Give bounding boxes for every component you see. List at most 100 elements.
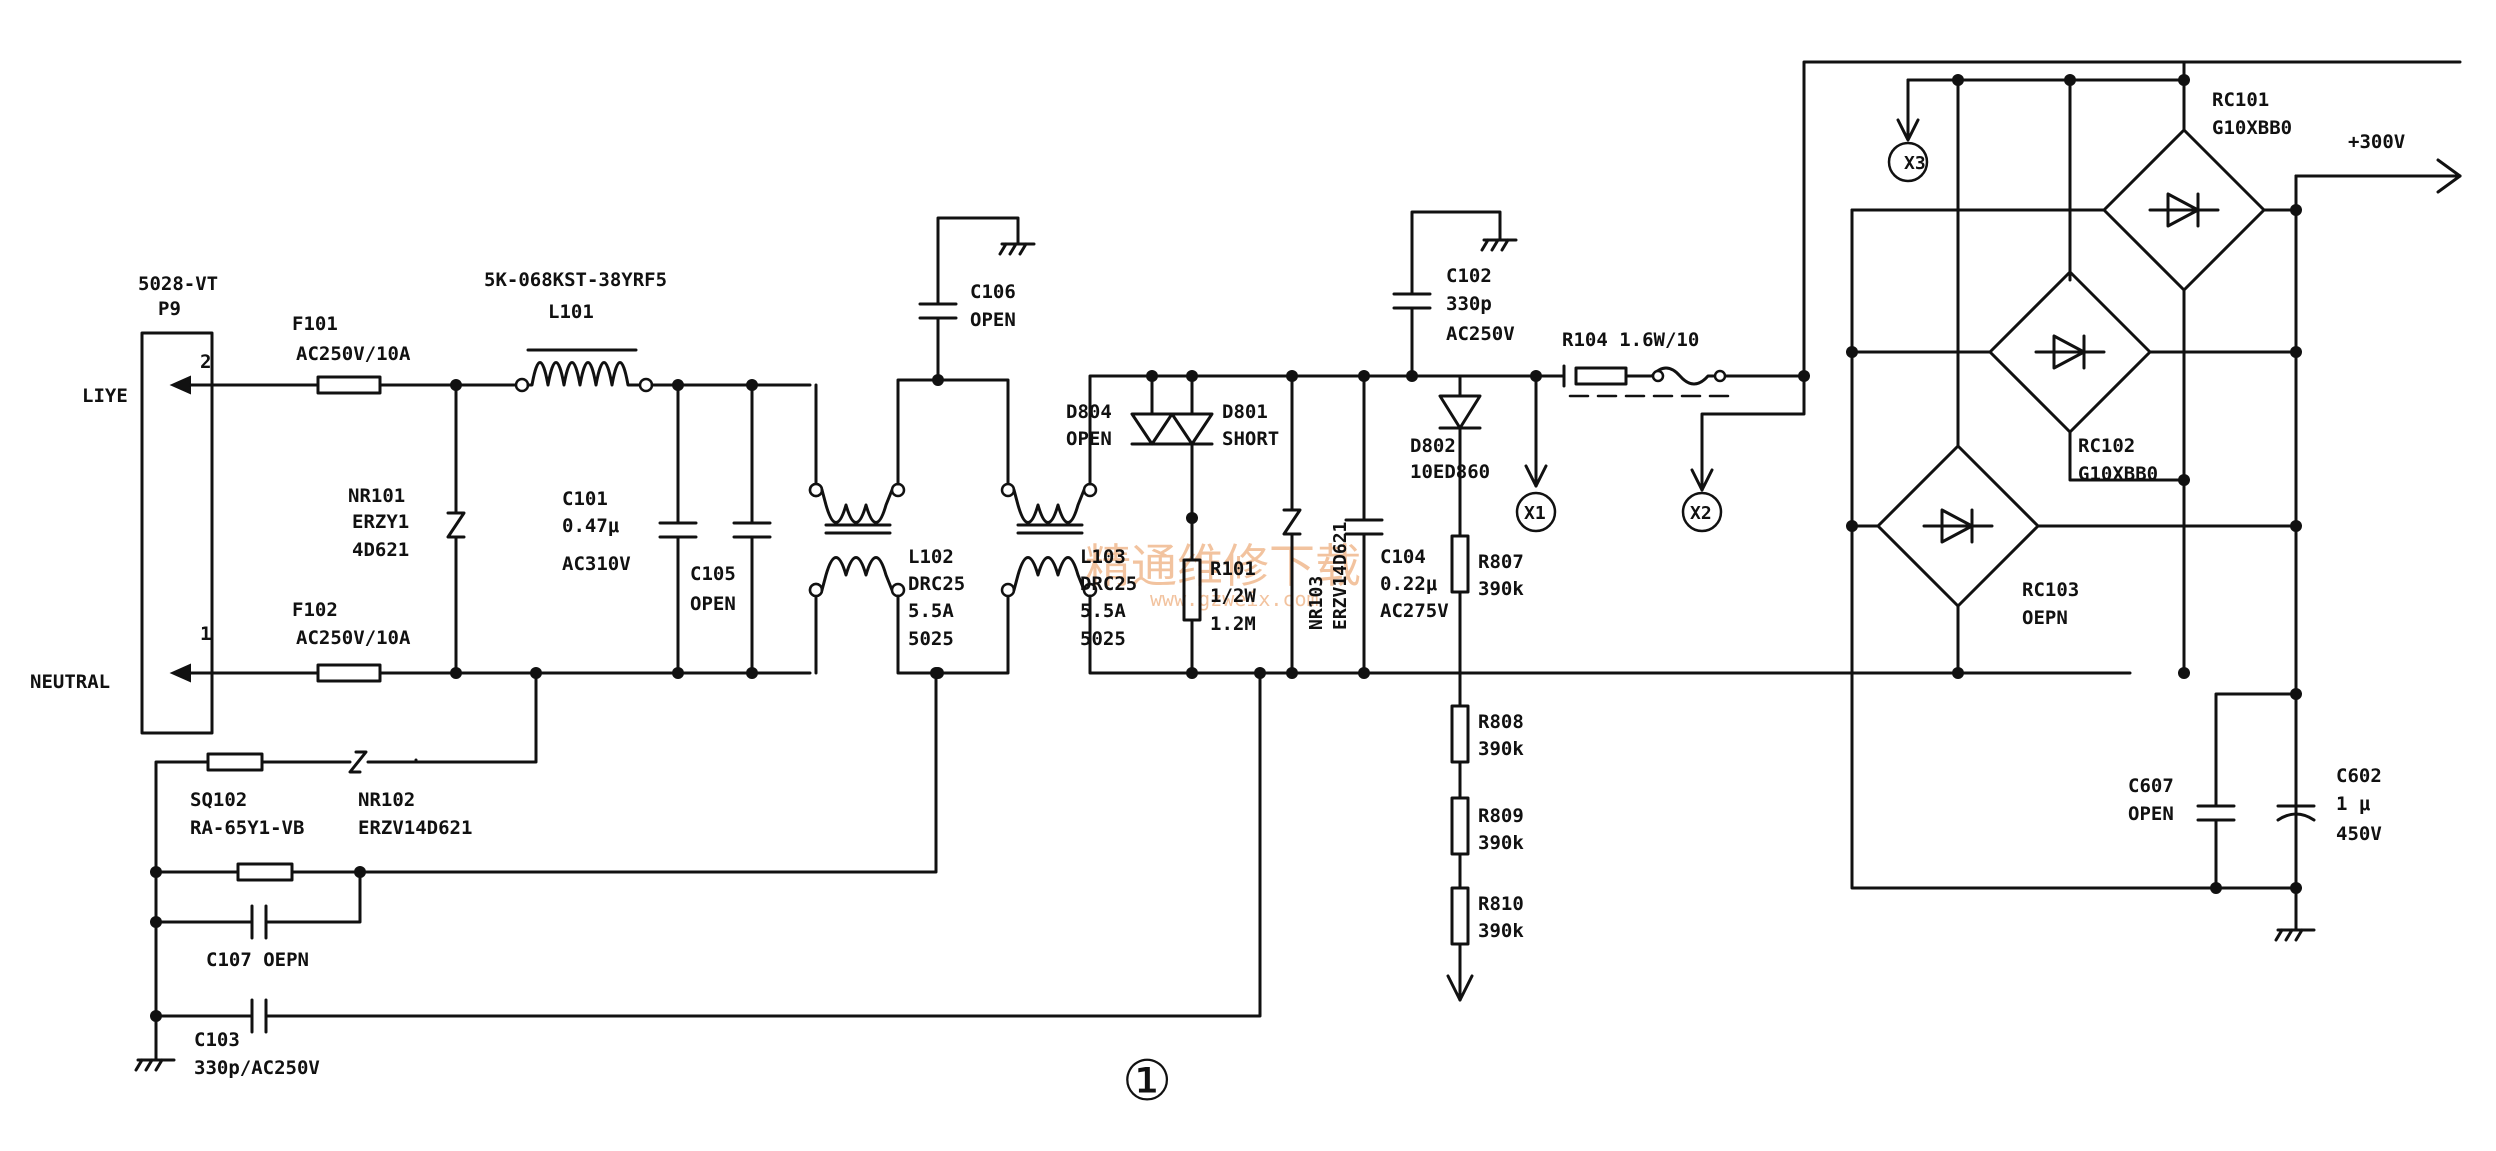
neutral-label: NEUTRAL	[30, 671, 110, 693]
resistor-r101	[1182, 516, 1202, 679]
choke-l102	[808, 374, 1010, 679]
r101-line2: 1.2M	[1210, 613, 1256, 635]
r810-ref: R810	[1478, 893, 1524, 915]
c105-value: OPEN	[690, 593, 736, 615]
varistor-nr103	[1282, 370, 1302, 679]
capacitors-c607-c602	[2196, 692, 2316, 942]
c607-ref: C607	[2128, 775, 2174, 797]
connector-pin1-arrow	[169, 663, 191, 683]
d801-value: SHORT	[1222, 428, 1279, 450]
capacitor-c102	[1392, 210, 1518, 382]
page-marker: ①	[1122, 1049, 1172, 1114]
l101-ref: L101	[548, 301, 594, 323]
output-label: +300V	[2348, 131, 2405, 153]
capacitor-c101	[658, 379, 698, 679]
l101-part: 5K-068KST-38YRF5	[484, 269, 667, 291]
r101-ref: R101	[1210, 558, 1256, 580]
ground-symbol-c102	[1480, 238, 1518, 252]
f101-ref: F101	[292, 313, 338, 335]
c106-ref: C106	[970, 281, 1016, 303]
resistor-r104	[1534, 364, 1806, 398]
diodes-d804-d801	[1130, 370, 1214, 524]
c101-line2: AC310V	[562, 553, 631, 575]
c104-line2: AC275V	[1380, 600, 1449, 622]
c104-ref: C104	[1380, 546, 1426, 568]
c607-value: OPEN	[2128, 803, 2174, 825]
l102-line2: 5.5A	[908, 600, 954, 622]
r808-value: 390k	[1478, 738, 1524, 760]
r809-value: 390k	[1478, 832, 1524, 854]
fuse-f101	[316, 375, 382, 395]
rc102-ref: RC102	[2078, 435, 2135, 457]
c602-line2: 450V	[2336, 823, 2382, 845]
watermark-url: www.gzweix.com	[1150, 587, 1319, 611]
f102-ref: F102	[292, 599, 338, 621]
capacitor-c105	[732, 379, 772, 679]
rc102-value: G10XBB0	[2078, 463, 2158, 485]
r104-label: R104 1.6W/10	[1562, 329, 1699, 351]
r101-line1: 1/2W	[1210, 585, 1256, 607]
varistor-nr101	[446, 379, 466, 679]
inductor-l101	[526, 361, 642, 387]
x1-label: X1	[1524, 503, 1546, 524]
line-label: LIYE	[82, 385, 128, 407]
nr101-line1: ERZY1	[352, 511, 409, 533]
r807-ref: R807	[1478, 551, 1524, 573]
rc103-value: OEPN	[2022, 607, 2068, 629]
lower-left-network	[134, 667, 1266, 1072]
ground-symbol-c106	[998, 242, 1036, 256]
r810-value: 390k	[1478, 920, 1524, 942]
rc103-ref: RC103	[2022, 579, 2079, 601]
l103-ref: L103	[1080, 546, 1126, 568]
rc101-value: G10XBB0	[2212, 117, 2292, 139]
connector-pin-label: P9	[158, 298, 181, 320]
rc101-ref: RC101	[2212, 89, 2269, 111]
c102-line1: 330p	[1446, 293, 1492, 315]
c106-value: OPEN	[970, 309, 1016, 331]
l102-ref: L102	[908, 546, 954, 568]
f101-value: AC250V/10A	[296, 343, 411, 365]
r809-ref: R809	[1478, 805, 1524, 827]
resistor-sq102	[206, 752, 264, 772]
l102-line3: 5025	[908, 628, 954, 650]
pin1-number: 1	[200, 623, 211, 645]
l103-line2: 5.5A	[1080, 600, 1126, 622]
r807-value: 390k	[1478, 578, 1524, 600]
sq102-ref: SQ102	[190, 789, 247, 811]
nr102-ref: NR102	[358, 789, 415, 811]
c602-ref: C602	[2336, 765, 2382, 787]
d802-value: 10ED860	[1410, 461, 1490, 483]
capacitor-c104	[1344, 370, 1384, 679]
connector-ref: 5028-VT	[138, 273, 218, 295]
nr101-ref: NR101	[348, 485, 405, 507]
l103-line1: DRC25	[1080, 573, 1137, 595]
nr103-value: ERZV14D621	[1330, 522, 1351, 630]
connector-pin2-arrow	[169, 375, 191, 395]
r808-ref: R808	[1478, 711, 1524, 733]
fuse-f102	[316, 663, 382, 683]
c602-line1: 1 μ	[2336, 793, 2371, 815]
d804-ref: D804	[1066, 401, 1112, 423]
capacitor-c106	[918, 216, 1036, 382]
x3-label: X3	[1904, 153, 1926, 174]
node-x1	[1410, 370, 1557, 533]
c105-ref: C105	[690, 563, 736, 585]
c103-value: 330p/AC250V	[194, 1057, 320, 1079]
sq102-value: RA-65Y1-VB	[190, 817, 304, 839]
c101-ref: C101	[562, 488, 608, 510]
d804-value: OPEN	[1066, 428, 1112, 450]
nr101-line2: 4D621	[352, 539, 409, 561]
f102-value: AC250V/10A	[296, 627, 411, 649]
bridge-wiring	[1846, 60, 2462, 894]
d802-ref: D802	[1410, 435, 1456, 457]
live-wires	[188, 348, 824, 498]
node-x2-feed	[1681, 60, 2462, 533]
ground-symbol-c602	[2274, 928, 2316, 942]
choke-l103	[1000, 374, 2132, 675]
c104-line1: 0.22μ	[1380, 573, 1438, 595]
c102-ref: C102	[1446, 265, 1492, 287]
pin2-number: 2	[200, 351, 211, 373]
l102-line1: DRC25	[908, 573, 965, 595]
d801-ref: D801	[1222, 401, 1268, 423]
